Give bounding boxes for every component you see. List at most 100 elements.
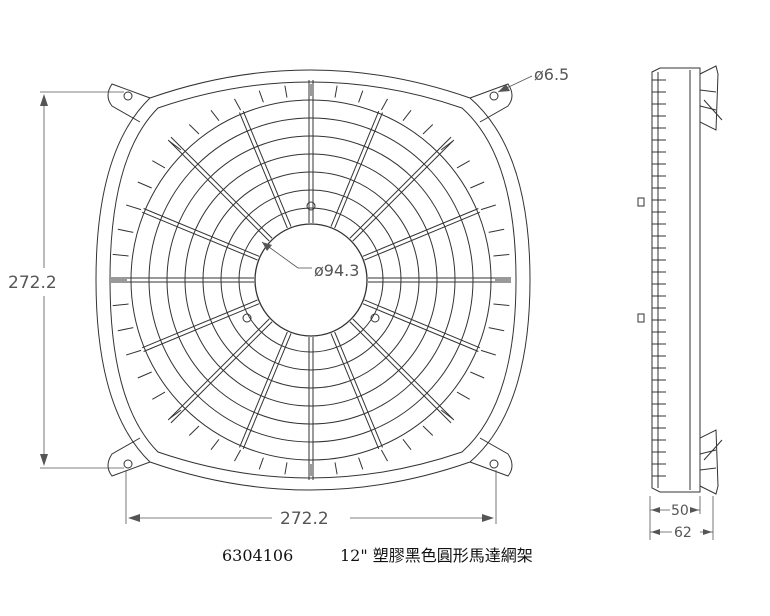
edge-rib <box>137 181 152 189</box>
edge-rib <box>334 462 338 475</box>
width-dimension-label: 272.2 <box>280 509 329 529</box>
edge-rib <box>402 439 412 451</box>
grill-spoke <box>143 303 260 352</box>
grill-spoke <box>141 211 258 261</box>
edge-rib <box>493 303 510 307</box>
edge-rib <box>440 141 453 151</box>
grill-ring <box>220 189 402 371</box>
side-view <box>637 65 723 495</box>
edge-rib <box>380 449 388 462</box>
edge-rib <box>440 409 453 419</box>
grill-rings <box>130 99 492 461</box>
grill-spoke <box>364 299 481 349</box>
hole-dimension-label: ø6.5 <box>534 65 569 84</box>
grill-spoke <box>334 112 383 229</box>
edge-rib <box>188 425 200 436</box>
motor-hole-top <box>306 201 316 211</box>
grill-spokes <box>111 80 511 480</box>
grill-spoke <box>330 333 380 450</box>
edge-rib <box>480 204 496 211</box>
grill-spoke <box>170 321 273 424</box>
grill-spoke <box>334 331 383 448</box>
grill-ring <box>202 171 420 389</box>
edge-rib <box>334 85 338 98</box>
dimension-lines <box>40 75 714 540</box>
edge-rib <box>493 253 510 257</box>
inner-frame <box>109 81 517 479</box>
tab-bottom-left <box>107 437 151 477</box>
edge-rib <box>169 141 182 151</box>
motor-hole-right <box>370 313 380 323</box>
side-outline <box>651 67 701 493</box>
bore-dimension-label: ø94.3 <box>314 261 359 280</box>
bracket-bottom <box>699 429 719 495</box>
grill-spoke <box>143 208 260 257</box>
edge-rib <box>112 253 129 257</box>
edge-rib <box>480 349 496 356</box>
grill-spoke <box>167 318 270 421</box>
edge-rib <box>284 85 288 98</box>
tab-top-left <box>107 83 151 123</box>
edge-rib <box>117 228 134 233</box>
mount-hole-bl <box>123 459 133 469</box>
edge-rib <box>126 349 142 356</box>
edge-rib <box>470 371 485 379</box>
part-number: 6304106 <box>222 546 293 565</box>
edge-rib <box>152 160 166 169</box>
edge-rib <box>126 204 142 211</box>
grill-spoke <box>239 331 288 448</box>
edge-rib <box>137 371 152 379</box>
grill-spoke <box>349 136 452 239</box>
edge-rib <box>488 228 505 233</box>
grill-ring <box>166 135 456 425</box>
edge-rib <box>258 457 264 470</box>
grill-spoke <box>170 136 273 239</box>
mount-hole-tl <box>123 91 133 101</box>
grill-spoke <box>242 333 292 450</box>
edge-rib <box>488 327 505 332</box>
grill-ring <box>130 99 492 461</box>
edge-rib <box>284 462 288 475</box>
edge-rib <box>402 109 412 121</box>
depth-outer-label: 62 <box>674 525 692 541</box>
front-view <box>95 69 531 491</box>
edge-rib <box>456 160 470 169</box>
grill-spoke <box>242 110 292 227</box>
grill-ring <box>184 153 438 407</box>
part-description: 12" 塑膠黑色圓形馬達網架 <box>340 546 533 565</box>
bracket-top <box>699 65 719 131</box>
grill-spoke <box>362 303 479 352</box>
edge-rib <box>234 98 242 111</box>
grill-spoke <box>352 318 455 421</box>
grill-ring <box>238 207 384 353</box>
edge-rib <box>422 124 434 135</box>
edge-rib <box>358 457 364 470</box>
edge-rib <box>210 439 220 451</box>
grill-spoke <box>362 208 479 257</box>
edge-rib <box>234 449 242 462</box>
edge-rib <box>188 124 200 135</box>
edge-rib <box>470 181 485 189</box>
depth-inner-label: 50 <box>671 503 689 519</box>
tab-top-right <box>469 83 513 123</box>
edge-rib <box>258 90 264 103</box>
edge-rib <box>152 391 166 400</box>
edge-rib <box>169 409 182 419</box>
grill-spoke <box>141 299 258 349</box>
grill-spoke <box>330 110 380 227</box>
grill-spoke <box>167 139 270 242</box>
edge-ribs <box>111 84 511 476</box>
motor-hole-left <box>242 313 252 323</box>
tab-bottom-right <box>469 437 513 477</box>
grill-spoke <box>239 112 288 229</box>
grill-ring <box>148 117 474 443</box>
edge-rib <box>380 98 388 111</box>
mount-hole-br <box>489 459 499 469</box>
edge-rib <box>112 303 129 307</box>
grill-spoke <box>364 211 481 261</box>
grill-spoke <box>352 139 455 242</box>
edge-rib <box>456 391 470 400</box>
edge-rib <box>358 90 364 103</box>
edge-rib <box>210 109 220 121</box>
